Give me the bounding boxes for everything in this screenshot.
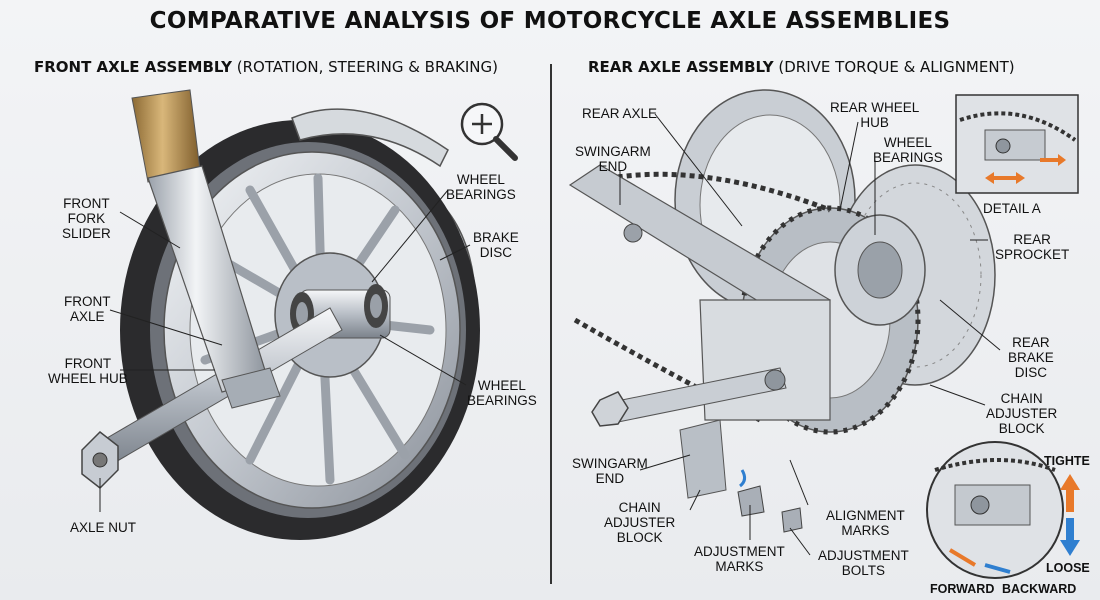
label-forward: FORWARD xyxy=(930,582,995,596)
front-subheading: (ROTATION, STEERING & BRAKING) xyxy=(236,58,498,76)
panel-divider xyxy=(550,64,552,584)
magnifier-zoom-icon xyxy=(460,102,518,161)
front-heading: FRONT AXLE ASSEMBLY xyxy=(34,58,232,76)
rear-heading: REAR AXLE ASSEMBLY xyxy=(588,58,774,76)
detail-a-inset xyxy=(955,94,1079,194)
label-detail-a: DETAIL A xyxy=(983,201,1041,216)
rear-subheading: (DRIVE TORQUE & ALIGNMENT) xyxy=(778,58,1015,76)
rear-wheel-hub xyxy=(834,214,926,326)
front-fork xyxy=(131,89,281,409)
rear-axle-shaft xyxy=(591,367,787,427)
chain-adjuster-block-left xyxy=(679,419,727,499)
front-axle-illustration xyxy=(81,89,518,540)
front-panel-title: FRONT AXLE ASSEMBLY (ROTATION, STEERING … xyxy=(34,58,498,76)
label-axle-nut: AXLE NUT xyxy=(70,520,137,535)
drive-chain xyxy=(573,171,831,423)
adjustment-bolts xyxy=(737,485,803,533)
label-loose: LOOSE xyxy=(1046,561,1090,575)
rear-leader-lines xyxy=(619,113,1001,556)
label-backward: BACKWARD xyxy=(1002,582,1077,596)
label-tighten: TIGHTE xyxy=(1044,454,1090,468)
rear-panel-title: REAR AXLE ASSEMBLY (DRIVE TORQUE & ALIGN… xyxy=(588,58,1015,76)
label-rear-axle: REAR AXLE xyxy=(582,106,658,121)
adjust-direction-arrow-icon xyxy=(739,469,747,488)
front-fender xyxy=(291,108,449,168)
front-leader-lines xyxy=(99,189,471,512)
diagram-title: COMPARATIVE ANALYSIS OF MOTORCYCLE AXLE … xyxy=(149,8,951,34)
tighten-loose-arrows xyxy=(1060,474,1080,556)
detail-magnified-circle xyxy=(926,441,1064,579)
